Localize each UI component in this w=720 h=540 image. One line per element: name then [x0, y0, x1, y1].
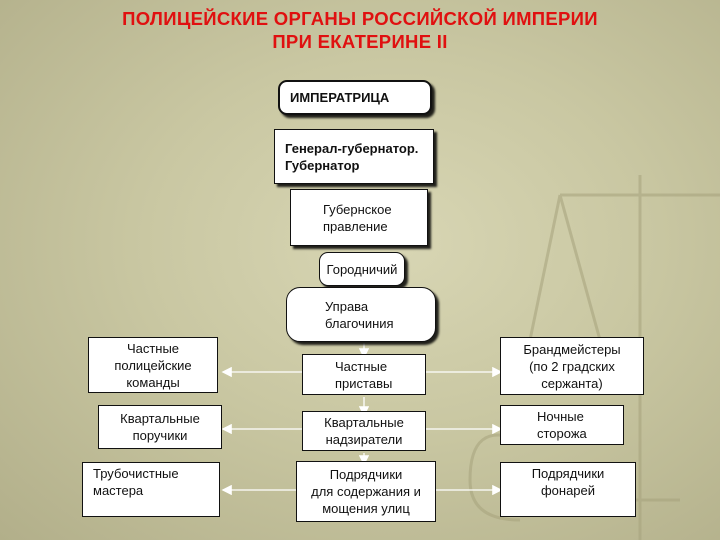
node-private-bailiffs: Частные приставы — [302, 354, 426, 395]
node-uprava-line: благочиния — [325, 315, 394, 331]
node-uprava-line: Управа — [325, 298, 369, 314]
node-provincial-board-line: правление — [323, 218, 388, 234]
node-lantern-contractors-line: Подрядчики — [531, 466, 605, 481]
node-fire-masters: Брандмейстеры (по 2 градских сержанта) — [500, 337, 644, 395]
node-night-watchmen-line: Ночные — [537, 409, 584, 424]
node-fire-masters-line: Брандмейстеры — [523, 341, 621, 357]
node-chimney-masters-line: мастера — [93, 483, 144, 498]
node-gorodnichy-line: Городничий — [326, 261, 398, 277]
node-private-bailiffs-line: Частные — [335, 358, 388, 374]
node-lantern-contractors-line: фонарей — [540, 483, 596, 498]
node-empress: ИМПЕРАТРИЦА — [278, 80, 432, 115]
node-fire-masters-line: (по 2 градских — [529, 358, 615, 374]
node-quarter-supervisors-line: надзиратели — [325, 432, 403, 447]
node-quarter-supervisors-line: Квартальные — [324, 415, 404, 430]
node-private-police-teams: Частные полицейские команды — [88, 337, 218, 393]
chart-title-line-1: ПОЛИЦЕЙСКИЕ ОРГАНЫ РОССИЙСКОЙ ИМПЕРИИ — [122, 8, 598, 29]
node-street-contractors-line: мощения улиц — [322, 501, 410, 516]
node-uprava: Управа благочиния — [286, 287, 436, 342]
node-quarter-officers-line: Квартальные — [120, 411, 200, 426]
node-night-watchmen: Ночные сторожа — [500, 405, 624, 445]
node-night-watchmen-line: сторожа — [537, 426, 587, 441]
node-quarter-officers: Квартальные поручики — [98, 405, 222, 449]
node-private-police-teams-line: Частные — [126, 340, 180, 356]
node-private-bailiffs-line: приставы — [335, 375, 393, 391]
node-street-contractors: Подрядчики для содержания и мощения улиц — [296, 461, 436, 522]
node-lantern-contractors: Подрядчики фонарей — [500, 462, 636, 517]
node-private-police-teams-line: полицейские — [114, 357, 192, 373]
node-chimney-masters-line: Трубочистные — [93, 466, 179, 481]
node-governor: Генерал-губернатор. Губернатор — [274, 129, 434, 184]
chart-title-line-2: ПРИ ЕКАТЕРИНЕ II — [272, 31, 448, 52]
node-street-contractors-line: для содержания и — [311, 484, 421, 499]
node-gorodnichy: Городничий — [319, 252, 405, 286]
node-provincial-board: Губернское правление — [290, 189, 428, 246]
node-fire-masters-line: сержанта) — [541, 375, 603, 391]
node-private-police-teams-line: команды — [126, 374, 180, 390]
node-governor-line: Губернатор — [285, 157, 360, 173]
node-chimney-masters: Трубочистные мастера — [82, 462, 220, 517]
node-empress-line: ИМПЕРАТРИЦА — [290, 90, 390, 105]
node-quarter-supervisors: Квартальные надзиратели — [302, 411, 426, 451]
node-provincial-board-line: Губернское — [323, 201, 392, 217]
node-street-contractors-line: Подрядчики — [329, 467, 403, 482]
node-quarter-officers-line: поручики — [132, 428, 188, 443]
node-governor-line: Генерал-губернатор. — [285, 140, 419, 156]
